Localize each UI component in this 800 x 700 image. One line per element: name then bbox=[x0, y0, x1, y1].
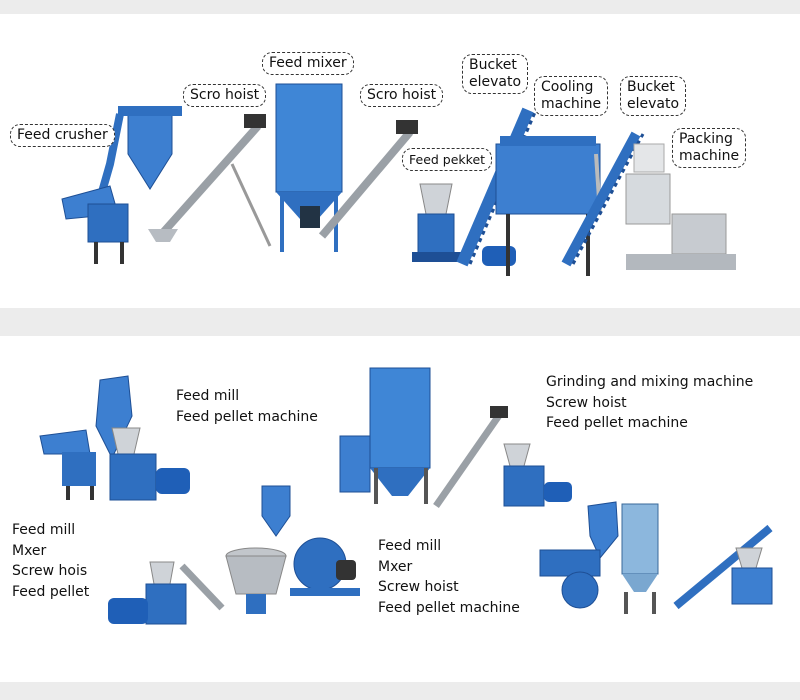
machine-sets-illustration bbox=[39, 367, 773, 625]
pellet-machine-icon bbox=[503, 443, 572, 507]
bucket-elevator-icon bbox=[561, 131, 645, 267]
pellet-machine-icon bbox=[108, 561, 187, 625]
label-cooling-machine: Cooling machine bbox=[534, 76, 609, 116]
label-feed-mixer: Feed mixer bbox=[262, 52, 354, 75]
production-line-illustration bbox=[61, 83, 736, 276]
feed-crusher-icon bbox=[39, 375, 133, 500]
caption-set-2: Grinding and mixing machine Screw hoist … bbox=[546, 374, 754, 431]
machine-sets-panel: Feed mill Feed pellet machine Grinding a… bbox=[0, 336, 800, 682]
packing-machine-icon bbox=[625, 143, 736, 270]
production-line-panel: Feed crusher Scro hoist Feed mixer Scro … bbox=[0, 14, 800, 308]
pellet-machine-icon bbox=[731, 547, 773, 605]
feed-crusher-icon bbox=[539, 501, 619, 609]
label-feed-crusher: Feed crusher bbox=[10, 124, 115, 147]
cooling-machine-icon bbox=[495, 136, 602, 276]
label-bucket-elevato-2: Bucket elevato bbox=[620, 76, 687, 116]
feed-mixer-icon bbox=[621, 503, 659, 614]
motor-icon bbox=[544, 482, 572, 502]
label-bucket-elevato-1: Bucket elevato bbox=[462, 54, 529, 94]
caption-set-1: Feed mill Feed pellet machine bbox=[176, 388, 318, 425]
pellet-machine-icon bbox=[109, 427, 190, 501]
feed-crusher-icon bbox=[261, 485, 360, 596]
pellet-machine-icon bbox=[412, 183, 462, 262]
motor-icon bbox=[156, 468, 190, 494]
label-packing-machine: Packing machine bbox=[672, 128, 747, 168]
screw-hoist-icon bbox=[433, 406, 508, 508]
label-scro-hoist-2: Scro hoist bbox=[360, 84, 444, 107]
motor-icon bbox=[336, 560, 356, 580]
screw-hoist-icon bbox=[179, 563, 225, 611]
screw-hoist-icon bbox=[148, 114, 272, 247]
feed-crusher-icon bbox=[61, 106, 182, 264]
feed-mixer-icon bbox=[339, 367, 431, 504]
feed-mixer-icon bbox=[225, 547, 287, 614]
label-scro-hoist-1: Scro hoist bbox=[183, 84, 267, 107]
feed-mixer-icon bbox=[275, 83, 418, 252]
caption-set-3: Feed mill Mxer Screw hois Feed pellet bbox=[12, 522, 90, 600]
label-feed-pekket: Feed pekket bbox=[402, 148, 493, 171]
caption-set-4: Feed mill Mxer Screw hoist Feed pellet m… bbox=[378, 538, 520, 616]
screw-hoist-icon bbox=[673, 524, 773, 610]
motor-icon bbox=[108, 598, 148, 624]
